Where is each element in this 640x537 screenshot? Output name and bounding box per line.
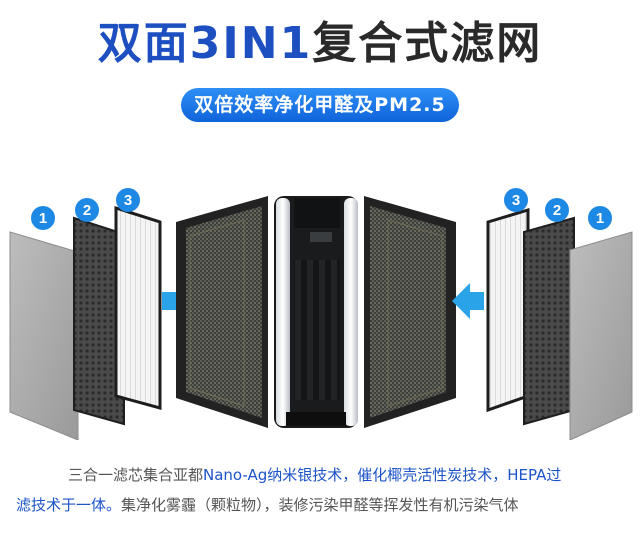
badge-icon [31,206,55,230]
right-filter-stack [486,207,633,440]
right-composite-filter [364,196,456,428]
page-title: 双面3IN1复合式滤网 [0,18,640,70]
filter-layer-3-left [114,205,162,410]
air-purifier [274,196,358,428]
badge-right-2: 2 [553,202,561,219]
badge-left-3: 3 [124,192,132,209]
title-highlight: 双面3IN1 [97,18,313,69]
filter-illustration: 1 2 3 [9,188,633,440]
description-line-1: 三合一滤芯集合亚都Nano-Ag纳米银技术，催化椰壳活性炭技术，HEPA过 [68,460,636,490]
description-highlight: 滤技术于一体。 [16,496,122,514]
badge-right-3: 3 [512,192,520,209]
badge-left-1: 1 [39,210,47,227]
left-composite-filter [176,196,268,428]
description-highlight: Nano-Ag纳米银技术，催化椰壳活性炭技术，HEPA过 [203,466,562,484]
badge-icon [116,188,140,212]
left-badges: 1 2 3 [31,188,140,230]
filter-layer-3-right [486,207,530,413]
badge-icon [504,188,528,212]
badge-left-2: 2 [83,202,91,219]
badge-icon [75,198,99,222]
subtitle-pill: 双倍效率净化甲醛及PM2.5 [181,88,459,122]
badge-right-1: 1 [596,210,604,227]
arrow-left-icon [452,283,484,319]
description-text: 集净化雾霾（颗粒物），装修污染甲醛等挥发性有机污染气体 [121,496,519,514]
right-badges: 3 2 1 [504,188,612,230]
left-filter-stack [9,205,162,440]
badge-icon [588,206,612,230]
filter-layer-1-left [9,231,79,440]
filter-layer-2-left [73,216,125,426]
description-text: 三合一滤芯集合亚都 [68,466,204,484]
title-main: 复合式滤网 [312,18,543,69]
filter-layer-1-right [569,231,633,440]
description: 三合一滤芯集合亚都Nano-Ag纳米银技术，催化椰壳活性炭技术，HEPA过 滤技… [16,460,636,520]
description-line-2: 滤技术于一体。集净化雾霾（颗粒物），装修污染甲醛等挥发性有机污染气体 [16,490,636,520]
filter-layer-2-right [523,216,575,426]
badge-icon [545,198,569,222]
